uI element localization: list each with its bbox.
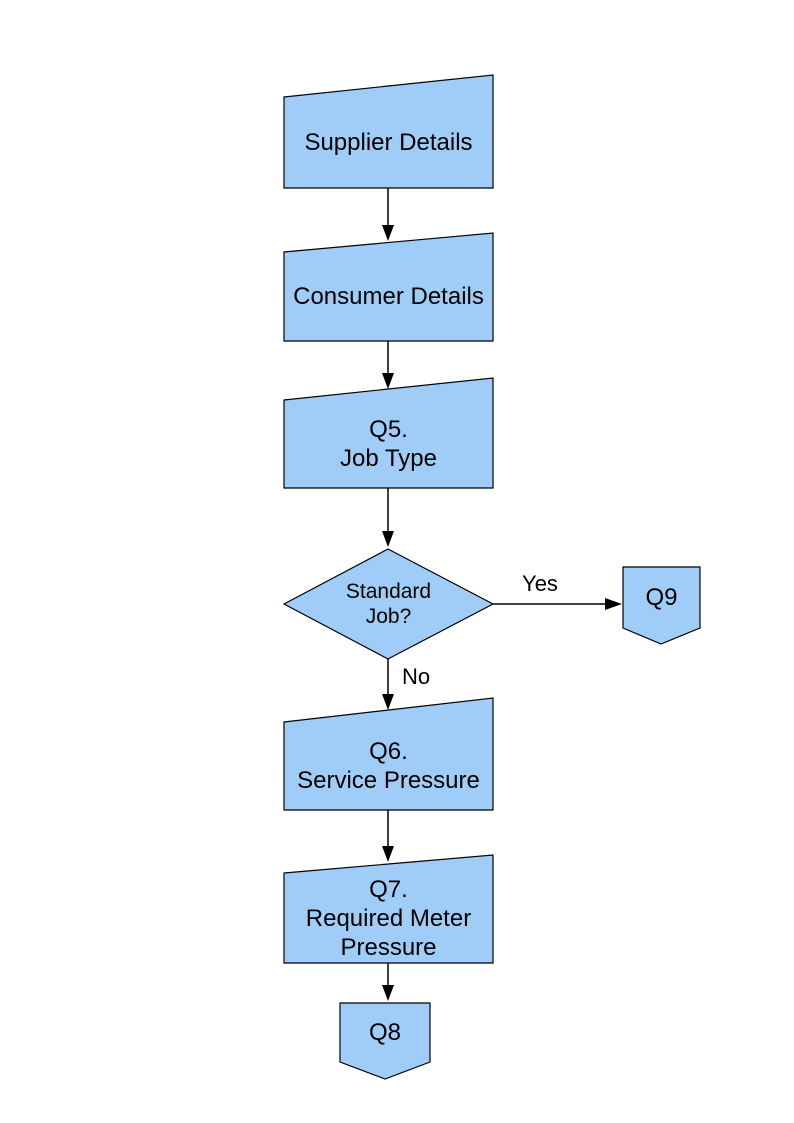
- consumer-details-shape: [283, 232, 494, 342]
- arrow-supplier-to-consumer: [382, 188, 394, 241]
- arrow-q5-to-decision: [382, 488, 394, 547]
- supplier-details-shape: [283, 74, 494, 189]
- q6-service-pressure-shape: [283, 697, 494, 811]
- q5-job-type-shape: [283, 377, 494, 489]
- arrow-q7-to-q8: [382, 963, 394, 1001]
- q8-connector-shape: [339, 1002, 431, 1080]
- arrow-decision-yes-to-q9: [493, 598, 622, 610]
- arrow-decision-no-to-q6: [382, 659, 394, 710]
- arrow-q6-to-q7: [382, 810, 394, 862]
- arrow-consumer-to-q5: [382, 341, 394, 389]
- standard-job-decision-shape: [282, 548, 495, 660]
- q9-connector-shape: [622, 566, 701, 645]
- q7-required-meter-pressure-shape: [283, 854, 494, 964]
